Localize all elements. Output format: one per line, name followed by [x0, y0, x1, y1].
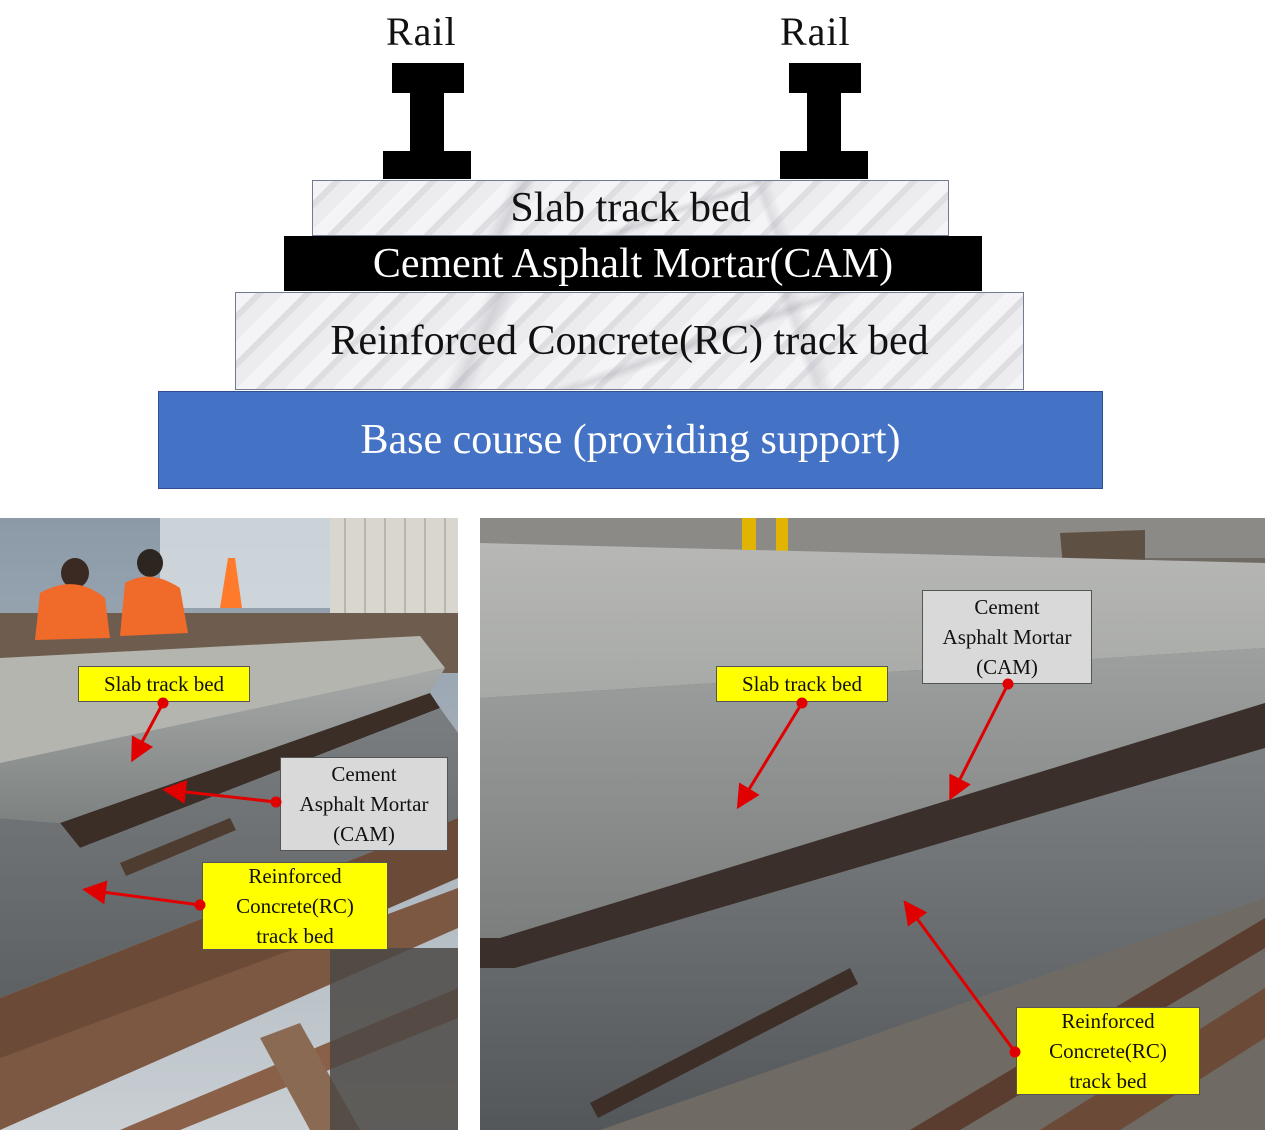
left-callout-slab-label: Slab track bed — [103, 672, 225, 696]
left-callout-cam-line2: Asphalt Mortar — [299, 792, 429, 816]
left-callout-slab: Slab track bed — [78, 666, 250, 702]
slab-track-bed-layer: Slab track bed — [312, 180, 949, 236]
rail-left-label: Rail — [386, 9, 457, 54]
right-callout-rc: Reinforced Concrete(RC) track bed — [1016, 1007, 1200, 1095]
base-course-layer: Base course (providing support) — [158, 391, 1103, 489]
right-callout-cam-line2: Asphalt Mortar — [942, 625, 1072, 649]
right-callout-cam: Cement Asphalt Mortar (CAM) — [922, 590, 1092, 684]
rail-right-web — [807, 93, 841, 151]
right-callout-rc-line2: Concrete(RC) — [1049, 1039, 1167, 1063]
left-callout-cam-line1: Cement — [331, 762, 397, 786]
left-callout-cam: Cement Asphalt Mortar (CAM) — [280, 757, 448, 851]
rc-track-bed-layer: Reinforced Concrete(RC) track bed — [235, 292, 1024, 390]
left-callout-rc: Reinforced Concrete(RC) track bed — [202, 862, 388, 950]
cam-layer: Cement Asphalt Mortar(CAM) — [284, 236, 982, 291]
rc-track-bed-label: Reinforced Concrete(RC) track bed — [330, 318, 929, 364]
right-callout-rc-line3: track bed — [1069, 1069, 1147, 1093]
right-callout-cam-line1: Cement — [974, 595, 1040, 619]
left-callout-cam-line3: (CAM) — [333, 822, 395, 846]
rail-left-web — [410, 93, 444, 151]
right-callout-rc-line1: Reinforced — [1061, 1009, 1155, 1033]
rail-right-foot — [780, 151, 868, 179]
rail-right-label: Rail — [780, 9, 851, 54]
left-callout-rc-line2: Concrete(RC) — [236, 894, 354, 918]
left-callout-rc-line1: Reinforced — [248, 864, 342, 888]
right-callout-cam-line3: (CAM) — [976, 655, 1038, 679]
base-course-label: Base course (providing support) — [360, 417, 901, 463]
rail-left-foot — [383, 151, 471, 179]
left-callout-rc-line3: track bed — [256, 924, 334, 948]
rail-right-head — [789, 63, 861, 93]
cam-label: Cement Asphalt Mortar(CAM) — [372, 240, 894, 287]
slab-track-bed-label: Slab track bed — [510, 185, 751, 231]
right-callout-slab: Slab track bed — [716, 666, 888, 702]
rail-left-head — [392, 63, 464, 93]
right-callout-slab-label: Slab track bed — [741, 672, 863, 696]
workers — [35, 549, 188, 640]
